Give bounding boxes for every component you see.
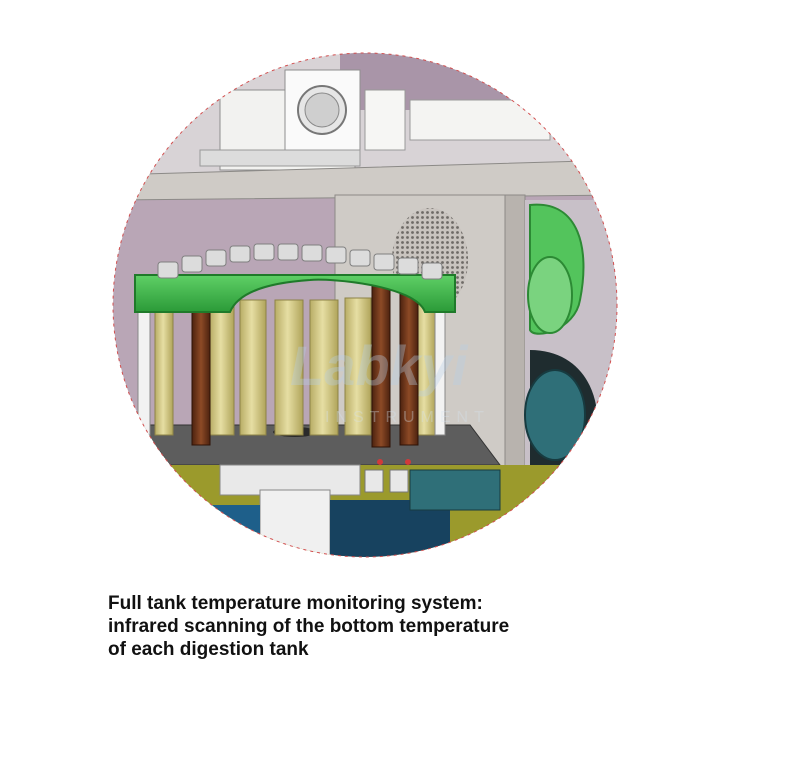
watermark-sub: INSTRUMENT bbox=[325, 409, 490, 426]
green-rack-ring bbox=[134, 274, 456, 313]
caption-line-1: Full tank temperature monitoring system: bbox=[108, 593, 483, 614]
top-exhaust-assembly bbox=[199, 69, 551, 171]
right-duct-assembly bbox=[524, 200, 617, 557]
caption-line-2: infrared scanning of the bottom temperat… bbox=[108, 616, 510, 637]
vessel-caps bbox=[157, 243, 443, 280]
caption: Full tank temperature monitoring system:… bbox=[108, 592, 708, 661]
watermark: Labkyi INSTRUMENT bbox=[290, 334, 490, 426]
infrared-sensor-rods bbox=[191, 279, 419, 448]
shelf-plate bbox=[113, 159, 617, 201]
caption-line-3: of each digestion tank bbox=[108, 639, 309, 660]
digestion-tank-cutaway-illustration: Labkyi INSTRUMENT bbox=[112, 52, 618, 558]
digestion-vessel-row bbox=[154, 289, 436, 436]
circle-frame bbox=[112, 52, 618, 558]
lower-base-assembly bbox=[113, 459, 617, 557]
watermark-brand: Labkyi bbox=[290, 334, 469, 397]
